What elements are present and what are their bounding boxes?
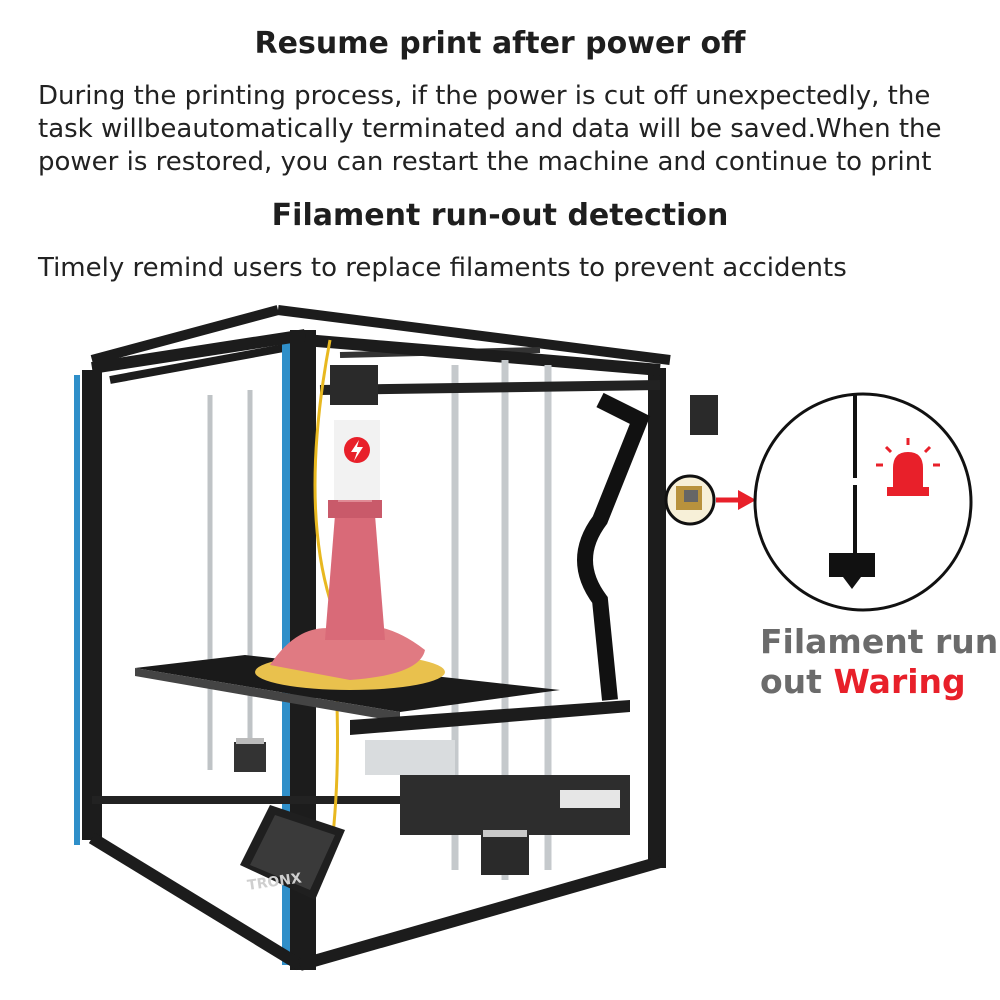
warning-word: Waring <box>833 662 966 701</box>
arrow-right-icon <box>716 490 756 510</box>
stepper-motors <box>234 395 718 875</box>
section2-title: Filament run-out detection <box>271 198 729 233</box>
brand-logo: TRONX <box>246 870 303 893</box>
callout-line1: Filament run <box>760 622 999 661</box>
touch-screen: TRONX <box>240 805 345 900</box>
callout-line2-prefix: out <box>760 662 822 701</box>
description-line: power is restored, you can restart the m… <box>38 147 932 177</box>
power-cut-icon <box>334 420 380 500</box>
section1-description: During the printing process, if the powe… <box>38 80 978 179</box>
printer-frame <box>74 305 671 971</box>
callout-line2: out Waring <box>760 662 998 702</box>
sensor-zoom-circle <box>753 392 973 612</box>
filament-sensor <box>664 474 716 526</box>
section1-title: Resume print after power off <box>254 26 746 61</box>
alarm-siren-icon <box>876 438 940 496</box>
description-line: During the printing process, if the powe… <box>38 81 931 111</box>
section2-description: Timely remind users to replace filaments… <box>38 253 847 283</box>
description-line: task willbeautomatically terminated and … <box>38 114 942 144</box>
printer-illustration: TRONX <box>74 305 973 971</box>
filament-warning-callout: Filament run out Waring <box>760 622 998 702</box>
